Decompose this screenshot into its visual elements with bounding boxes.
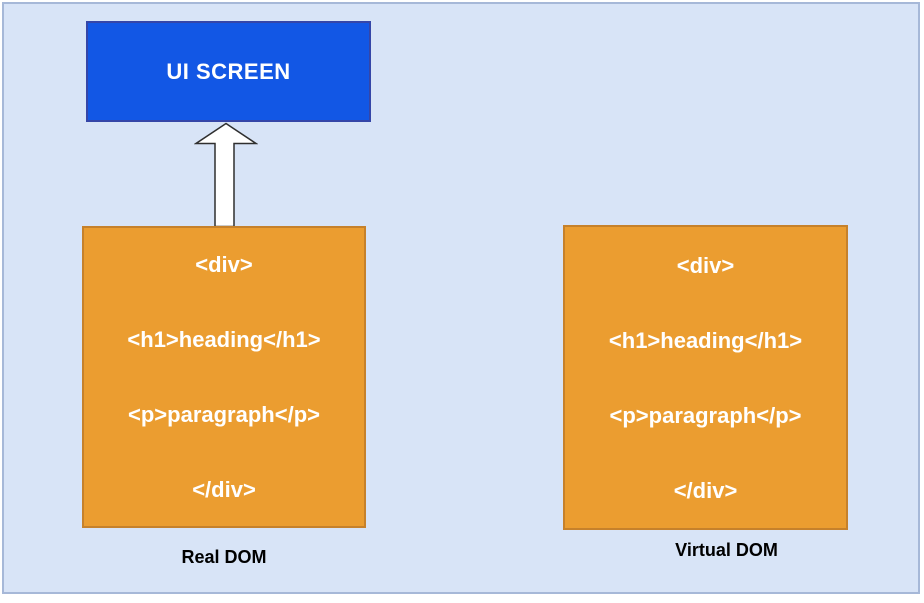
virtual-dom-box: <div> <h1>heading</h1> <p>paragraph</p> … (563, 225, 848, 530)
code-line: <div> (676, 252, 735, 278)
code-line: <h1>heading</h1> (608, 327, 803, 353)
ui-screen-label: UI SCREEN (166, 58, 291, 84)
real-dom-caption: Real DOM (181, 547, 267, 567)
real-dom-code: <div> <h1>heading</h1> <p>paragraph</p> … (127, 202, 320, 552)
code-line: </div> (673, 477, 738, 503)
code-line: <h1>heading</h1> (127, 327, 321, 352)
real-dom-box: <div> <h1>heading</h1> <p>paragraph</p> … (82, 226, 366, 528)
code-line: <p>paragraph</p> (128, 402, 320, 427)
diagram-canvas: UI SCREEN <div> <h1>heading</h1> <p>para… (2, 2, 920, 594)
virtual-dom-caption: Virtual DOM (675, 540, 778, 560)
code-line: </div> (192, 477, 256, 502)
code-line: <div> (195, 252, 253, 277)
ui-screen-box: UI SCREEN (86, 21, 371, 122)
virtual-dom-code: <div> <h1>heading</h1> <p>paragraph</p> … (609, 203, 802, 553)
code-line: <p>paragraph</p> (609, 402, 802, 428)
